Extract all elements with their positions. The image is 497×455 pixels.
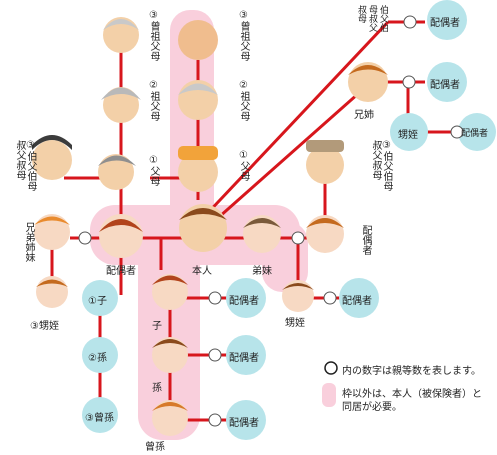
sibling-left-avatar: [34, 214, 70, 250]
grandparent-avatar: [101, 87, 141, 123]
legend-band-text-2: 同居が必要。: [342, 402, 402, 413]
great-grandchild-avatar: [152, 400, 188, 436]
degree-great-grandchild: ③曾孫: [85, 413, 114, 424]
legend-band-icon: [322, 383, 336, 407]
label-uncle-left: ③伯父伯母叔父叔母: [14, 140, 36, 191]
spouse-label-2: 配偶者: [430, 80, 460, 91]
label-parents-center: ①父母: [238, 150, 249, 181]
younger-sibling-avatar: [243, 215, 281, 253]
label-uncle-top: 伯父伯母叔父叔母: [356, 5, 388, 32]
spouse-circles: [82, 0, 496, 440]
label-nephew-left: ③甥姪: [30, 321, 59, 332]
legend-circle-text: 内の数字は親等数を表します。: [342, 366, 481, 377]
label-younger-sibling: 弟妹: [252, 266, 272, 277]
label-younger-sibling-spouse: 配偶者: [360, 225, 371, 255]
spouse-label-6: 配偶者: [229, 418, 259, 429]
person-faces: [32, 17, 388, 436]
spouse-label-3: 配偶者: [461, 129, 489, 139]
parent-center-avatar: [178, 146, 218, 192]
nephew-left-avatar: [36, 276, 68, 308]
spouse-label-7: 配偶者: [342, 296, 372, 307]
label-great-grandchild: 曾孫: [145, 442, 165, 453]
label-honnin: 本人: [192, 266, 212, 277]
label-grandparents-left: ②祖父母: [148, 80, 159, 121]
child-avatar: [152, 274, 188, 310]
grandchild-avatar: [152, 337, 188, 373]
label-grandparents-center: ②祖父母: [238, 80, 249, 121]
label-elder-sibling: 兄姉: [354, 110, 374, 121]
grandparent-center-avatar: [178, 80, 218, 120]
honnin-avatar: [179, 204, 227, 252]
label-sibling-left: 兄弟姉妹: [23, 222, 34, 262]
spouse-label-1: 配偶者: [430, 18, 460, 29]
label-parents-left: ①父母: [148, 155, 159, 186]
uncle-left-avatar: [32, 135, 72, 180]
degree-grandchild: ②孫: [88, 353, 107, 364]
label-spouse-main: 配偶者: [106, 266, 136, 277]
spouse-main-avatar: [99, 214, 143, 258]
niece-right-avatar: [282, 280, 314, 312]
label-great-grandparents-center: ③曾祖父母: [238, 10, 249, 61]
legend-circle-icon: [324, 361, 338, 375]
parent-left-avatar: [98, 154, 136, 190]
label-niece-right2: 甥姪: [285, 318, 305, 329]
great-grandparent-center-avatar: [178, 20, 218, 60]
great-grandparent-avatar: [103, 17, 139, 53]
label-great-grandparents-left: ③曾祖父母: [148, 10, 159, 61]
spouse-label-5: 配偶者: [229, 353, 259, 364]
degree-child: ①子: [88, 296, 107, 307]
spouse-label-4: 配偶者: [229, 296, 259, 307]
younger-sibling-spouse-avatar: [306, 215, 344, 253]
uncle-right-avatar: [306, 140, 344, 184]
label-child: 子: [152, 321, 162, 332]
legend-band-text-1: 枠以外は、本人（被保険者）と: [342, 389, 482, 400]
label-uncle-right: ③伯父伯母叔父叔母: [370, 140, 392, 191]
legend: [322, 361, 338, 407]
elder-sibling-avatar: [348, 62, 388, 102]
degree-markers: [78, 15, 464, 427]
label-niece-right1: 甥姪: [398, 130, 418, 141]
label-grandchild: 孫: [152, 383, 162, 394]
